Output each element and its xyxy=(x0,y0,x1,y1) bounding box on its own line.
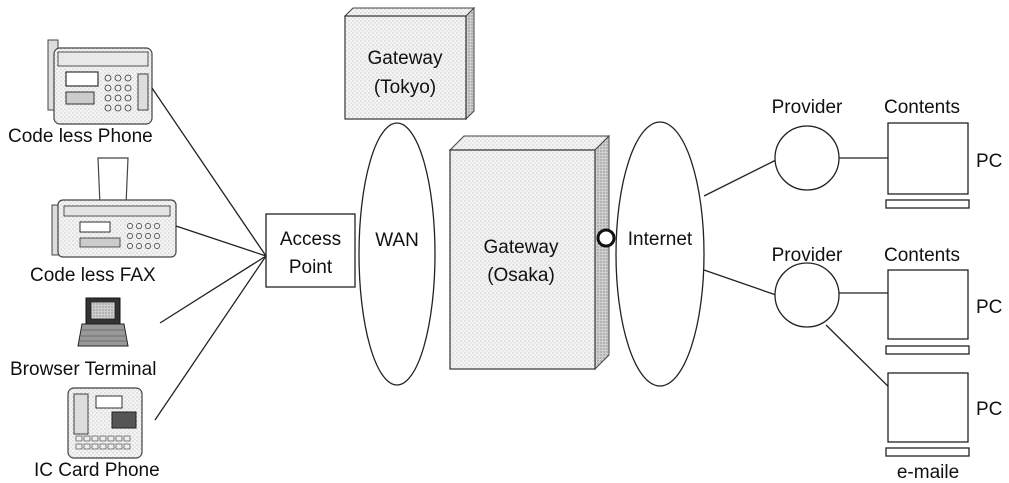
gateway-osaka-label-line1: Gateway xyxy=(484,237,559,258)
cordless-phone-label: Code less Phone xyxy=(8,126,153,147)
pc-2-monitor xyxy=(887,269,969,340)
contents-2-label: Contents xyxy=(884,245,960,266)
ic-card-phone-icon xyxy=(67,387,143,459)
pc-1-icon xyxy=(885,122,970,209)
browser-terminal-label: Browser Terminal xyxy=(10,359,156,380)
pc-3-label: PC xyxy=(976,399,1002,420)
internet-label: Internet xyxy=(628,229,693,250)
line-terminal-access-point xyxy=(159,255,267,324)
line-icphone-access-point xyxy=(154,255,267,421)
wan-label: WAN xyxy=(375,230,419,251)
pc-3-keyboard xyxy=(885,447,970,457)
contents-1-label: Contents xyxy=(884,97,960,118)
line-phone-access-point xyxy=(151,87,267,257)
gateway-osaka-box xyxy=(448,134,611,371)
gateway-osaka-label-line2: (Osaka) xyxy=(487,265,555,286)
line-internet-provider-2 xyxy=(703,269,777,296)
email-label: e-maile xyxy=(897,462,959,483)
gateway-tokyo-label-line1: Gateway xyxy=(368,48,443,69)
ic-card-phone-label: IC Card Phone xyxy=(34,460,160,481)
access-point-box xyxy=(265,213,356,288)
pc-1-keyboard xyxy=(885,199,970,209)
line-fax-access-point xyxy=(175,225,267,257)
pc-3-icon xyxy=(885,372,970,457)
internet-ellipse xyxy=(615,121,705,387)
provider-1-circle xyxy=(774,125,840,191)
pc-3-monitor xyxy=(887,372,969,443)
cordless-fax-label: Code less FAX xyxy=(30,265,156,286)
wan-ellipse xyxy=(358,122,436,386)
device-to-access-point-lines xyxy=(151,87,267,421)
gateway-tokyo-label-line2: (Tokyo) xyxy=(374,77,436,98)
provider-2-label: Provider xyxy=(772,245,843,266)
pc-2-label: PC xyxy=(976,297,1002,318)
provider-2-circle xyxy=(774,262,840,328)
cordless-phone-icon xyxy=(47,39,153,125)
line-internet-provider-1 xyxy=(703,159,777,197)
access-point-label-line1: Access xyxy=(280,229,341,250)
pc-1-monitor xyxy=(887,122,969,195)
connector-port-icon xyxy=(596,228,616,248)
pc-1-label: PC xyxy=(976,151,1002,172)
cordless-fax-icon xyxy=(51,157,177,258)
access-point-label-line2: Point xyxy=(289,257,333,278)
provider-1-label: Provider xyxy=(772,97,843,118)
browser-terminal-icon xyxy=(77,297,129,347)
gateway-tokyo-box xyxy=(343,6,476,121)
pc-2-icon xyxy=(885,269,970,355)
pc-2-keyboard xyxy=(885,345,970,355)
